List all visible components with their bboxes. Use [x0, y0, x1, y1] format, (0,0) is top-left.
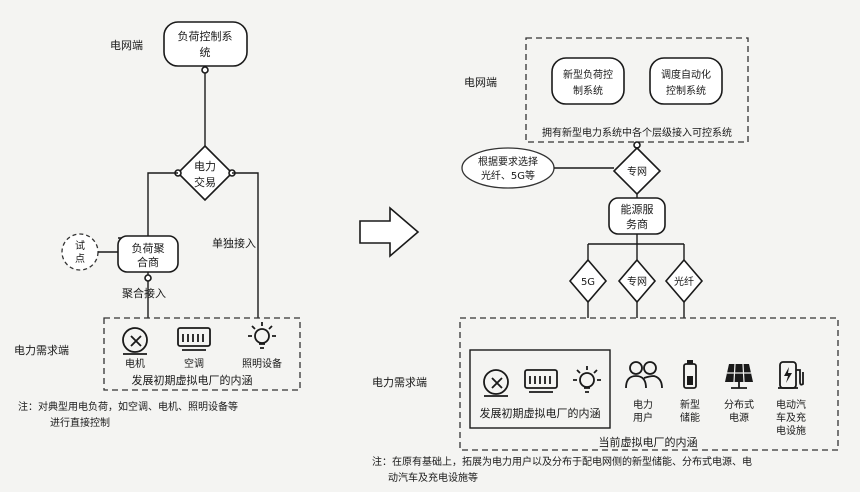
left-demand-frame	[103, 317, 301, 391]
left-load-control-box	[163, 21, 248, 67]
right-private-network-label: 专网	[627, 165, 647, 178]
left-pilot-label-2: 点	[75, 253, 85, 265]
right-channel-private-label: 专网	[627, 275, 647, 288]
left-branch-right	[232, 172, 259, 318]
ev-charger-icon	[778, 361, 804, 389]
right-channel-5g-label: 5G	[581, 277, 595, 288]
left-inner-caption: 发展初期虚拟电厂的内涵	[132, 373, 253, 387]
lighting-icon	[573, 366, 601, 393]
right-new-load-control-label-1: 新型负荷控	[563, 68, 613, 81]
right-device-distributed-label-1: 分布式	[724, 398, 754, 411]
left-trade-diamond	[176, 144, 234, 202]
left-single-label: 单独接入	[212, 237, 256, 250]
left-pilot-label-1: 试	[75, 239, 85, 252]
users-icon	[625, 361, 663, 389]
right-dispatch-automation-label-1: 调度自动化	[661, 68, 711, 81]
air-conditioner-icon	[177, 327, 211, 351]
right-arrow-icon	[359, 206, 420, 258]
left-note-line-1: 注：对典型用电负荷，如空调、电机、照明设备等	[18, 400, 238, 413]
motor-icon	[483, 369, 509, 397]
right-device-storage-label-1: 新型	[680, 398, 700, 411]
left-device-label-light: 照明设备	[242, 357, 282, 370]
right-device-users-label-1: 电力	[633, 398, 653, 411]
left-demand-label: 电力需求端	[14, 344, 69, 357]
right-note-line-1: 注：在原有基础上，拓展为电力用户以及分布于配电网侧的新型储能、分布式电源、电	[372, 455, 752, 468]
lighting-icon	[248, 322, 276, 349]
right-new-load-control-box	[551, 57, 625, 105]
right-network-choice-label-1: 根据要求选择	[478, 155, 538, 168]
left-note-line-2: 进行直接控制	[50, 416, 110, 429]
left-load-control-label-1: 负荷控制系	[178, 29, 233, 43]
left-trade-label-1: 电力	[194, 160, 216, 173]
battery-icon	[683, 360, 697, 389]
left-device-label-ac: 空调	[184, 357, 204, 370]
right-device-storage-label-2: 储能	[680, 411, 700, 424]
solar-panel-icon	[725, 363, 753, 389]
motor-icon	[122, 327, 148, 355]
right-grid-label: 电网端	[464, 76, 497, 89]
left-aggregator-label-1: 负荷聚	[132, 241, 165, 255]
left-connector-dot-top	[201, 66, 209, 74]
left-diagram: 电网端 负荷控制系 统 电力 交易 试 点 负荷聚 合商 聚合接入 单独接入 电…	[14, 21, 301, 429]
left-trade-label-2: 交易	[194, 175, 216, 189]
right-outer-caption: 当前虚拟电厂的内涵	[599, 435, 698, 449]
right-dispatch-automation-label-2: 控制系统	[666, 84, 706, 97]
right-energy-service-label-2: 务商	[626, 217, 648, 231]
right-grid-caption: 拥有新型电力系统中各个层级接入可控系统	[542, 126, 732, 139]
left-aggregate-label: 聚合接入	[122, 286, 166, 300]
right-demand-outer-frame	[459, 317, 839, 451]
left-aggregate-dot	[144, 274, 152, 282]
left-aggregator-label-2: 合商	[137, 255, 159, 269]
right-device-ev-label-2: 车及充	[776, 411, 806, 424]
right-network-choice-label-2: 光纤、5G等	[481, 169, 535, 182]
right-grid-frame	[525, 37, 749, 143]
right-demand-label: 电力需求端	[372, 376, 427, 389]
left-grid-label: 电网端	[110, 39, 143, 52]
right-inner-caption: 发展初期虚拟电厂的内涵	[480, 406, 601, 420]
left-load-control-label-2: 统	[200, 46, 211, 59]
left-device-label-motor: 电机	[125, 357, 145, 370]
right-device-distributed-label-2: 电源	[729, 411, 749, 424]
right-energy-service-label-1: 能源服	[621, 202, 654, 216]
right-demand-inner-frame	[469, 349, 611, 429]
right-device-ev-label-3: 电设施	[776, 424, 806, 437]
air-conditioner-icon	[524, 369, 558, 393]
right-device-ev-label-1: 电动汽	[776, 398, 806, 411]
right-network-choice-ellipse	[461, 147, 555, 189]
right-new-load-control-label-2: 制系统	[573, 84, 603, 97]
left-branch-left	[118, 172, 178, 239]
right-device-users-label-2: 用户	[633, 411, 653, 424]
right-note-line-2: 动汽车及充电设施等	[388, 471, 478, 484]
right-diagram: 电网端 新型负荷控 制系统 调度自动化 控制系统 拥有新型电力系统中各个层级接入…	[372, 37, 839, 484]
right-dispatch-automation-box	[649, 57, 723, 105]
right-channel-fiber-label: 光纤	[674, 275, 694, 288]
